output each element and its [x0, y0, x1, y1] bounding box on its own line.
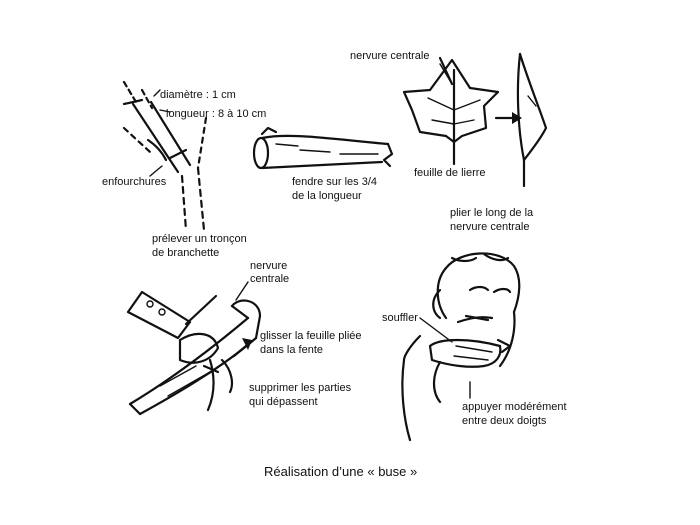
slide-arrow-drawing — [232, 338, 252, 358]
label-midrib: nervure centrale — [350, 50, 430, 62]
label-split-line1: fendre sur les 3/4 — [292, 176, 377, 188]
ivy-leaf-drawing — [402, 56, 500, 166]
label-trim-line1: supprimer les parties — [249, 382, 352, 394]
leader-line-blow — [419, 317, 453, 343]
label-ivy-leaf: feuille de lierre — [414, 167, 486, 179]
label-midrib-step4-line1: nervure — [250, 260, 288, 272]
label-split-line2: de la longueur — [292, 190, 362, 202]
leader-line-forks — [149, 165, 163, 177]
figure-caption: Réalisation d’une « buse » — [264, 464, 418, 479]
leader-line-midrib-4 — [235, 281, 249, 301]
label-midrib-step4-line2: centrale — [250, 273, 290, 285]
knife-leaf-drawing — [126, 290, 262, 416]
cut-twig-drawing — [252, 126, 394, 170]
label-length: longueur : 8 à 10 cm — [166, 108, 267, 120]
label-diameter: diamètre : 1 cm — [160, 89, 236, 101]
label-take-line2: de branchette — [152, 247, 220, 259]
label-press-line2: entre deux doigts — [462, 415, 547, 427]
fold-arrow-drawing — [494, 112, 522, 124]
label-blow: souffler — [382, 312, 418, 324]
label-take-line1: prélever un tronçon — [152, 233, 247, 245]
person-blowing-drawing — [401, 252, 521, 442]
folded-leaf-drawing — [516, 52, 548, 188]
label-slide-line1: glisser la feuille pliée — [260, 330, 362, 342]
label-press-line1: appuyer modérément — [462, 401, 567, 413]
label-fold-line2: nervure centrale — [450, 221, 530, 233]
leader-line-midrib — [439, 63, 453, 85]
label-forks: enfourchures — [102, 176, 167, 188]
branch-drawing — [122, 80, 208, 232]
label-slide-line2: dans la fente — [260, 344, 323, 356]
label-fold-line1: plier le long de la — [450, 207, 534, 219]
label-trim-line2: qui dépassent — [249, 396, 318, 408]
